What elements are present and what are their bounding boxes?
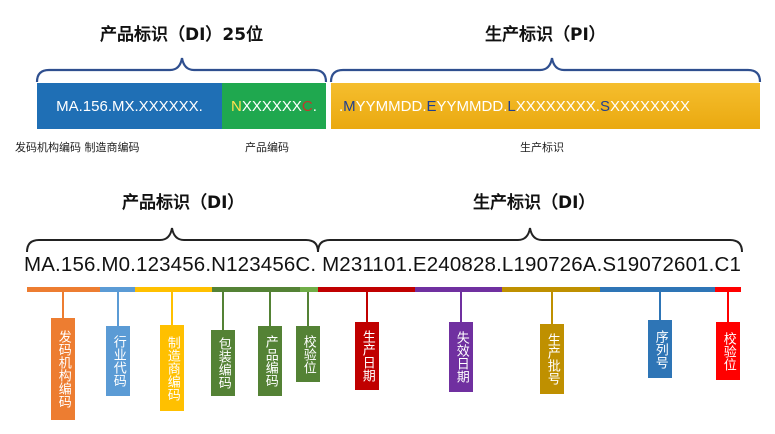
sub-label-issuer-manufacturer: 发码机构编码 制造商编码 — [15, 141, 140, 154]
stem-industry — [117, 292, 119, 326]
label-industry-code: 行业代码 — [106, 326, 130, 396]
label-check-digit-di: 校验位 — [296, 326, 320, 382]
bar-issuer-manufacturer: MA.156.MX.XXXXXX. — [37, 83, 222, 129]
top-title-di: 产品标识（DI）25位 — [100, 25, 264, 45]
seg-exp-date — [415, 287, 502, 292]
seg-batch — [502, 287, 600, 292]
stem-manufacturer — [171, 292, 173, 325]
bar3-s: S — [599, 97, 610, 115]
bottom-title-di: 产品标识（DI） — [122, 193, 245, 213]
sub-label-product-code: 产品编码 — [245, 141, 289, 154]
top-brace-di — [35, 57, 328, 83]
label-production-date: 生产日期 — [355, 322, 379, 390]
bottom-title-pi: 生产标识（DI） — [473, 193, 596, 213]
seg-product — [234, 287, 300, 292]
seg-prod-date — [318, 287, 415, 292]
label-product-code: 产品编码 — [258, 326, 282, 396]
label-manufacturer-code: 制造商编码 — [160, 325, 184, 411]
bar2-mid: XXXXXX — [241, 97, 302, 115]
label-serial-number: 序列号 — [648, 320, 672, 378]
bottom-brace-pi — [317, 227, 743, 253]
bar3-p3: YYMMDD. — [436, 97, 508, 115]
seg-serial — [600, 287, 715, 292]
bar2-dot: . — [312, 97, 317, 115]
top-title-pi: 生产标识（PI） — [485, 25, 606, 45]
bottom-brace-di — [26, 227, 319, 253]
bar2-n: N — [231, 97, 242, 115]
bar3-p5: XXXXXXXX — [609, 97, 690, 115]
bar3-p2: YYMMDD. — [355, 97, 427, 115]
sub-label-production-id: 生产标识 — [520, 141, 564, 154]
bottom-braces — [26, 227, 743, 253]
bar3-p1: . — [339, 97, 344, 115]
stem-serial — [659, 292, 661, 320]
top-brace-pi — [329, 57, 762, 83]
seg-package — [212, 287, 234, 292]
label-issuer-code: 发码机构编码 — [51, 318, 75, 420]
stem-check2 — [727, 292, 729, 322]
bar1-text: MA.156.MX.XXXXXX. — [56, 97, 203, 115]
stem-issuer — [62, 292, 64, 318]
top-braces — [35, 57, 762, 83]
label-check-digit-pi: 校验位 — [716, 322, 740, 380]
stem-check1 — [307, 292, 309, 326]
label-package-code: 包装编码 — [211, 330, 235, 396]
bar3-e: E — [426, 97, 437, 115]
stem-product — [269, 292, 271, 326]
stem-batch — [551, 292, 553, 324]
seg-issuer — [27, 287, 100, 292]
seg-check2 — [715, 287, 741, 292]
bar3-p4: XXXXXXXX. — [515, 97, 600, 115]
bar3-l: L — [507, 97, 516, 115]
seg-industry — [100, 287, 135, 292]
stem-package — [222, 292, 224, 330]
label-batch-number: 生产批号 — [540, 324, 564, 394]
bar3-m: M — [343, 97, 356, 115]
label-expiry-date: 失效日期 — [449, 322, 473, 392]
seg-check1 — [300, 287, 318, 292]
stem-prod-date — [366, 292, 368, 322]
udi-code-example: MA.156.M0.123456.N123456C. M231101.E2408… — [24, 253, 742, 276]
bar2-c: C — [301, 97, 313, 115]
seg-manufacturer — [135, 287, 212, 292]
stem-exp-date — [460, 292, 462, 322]
